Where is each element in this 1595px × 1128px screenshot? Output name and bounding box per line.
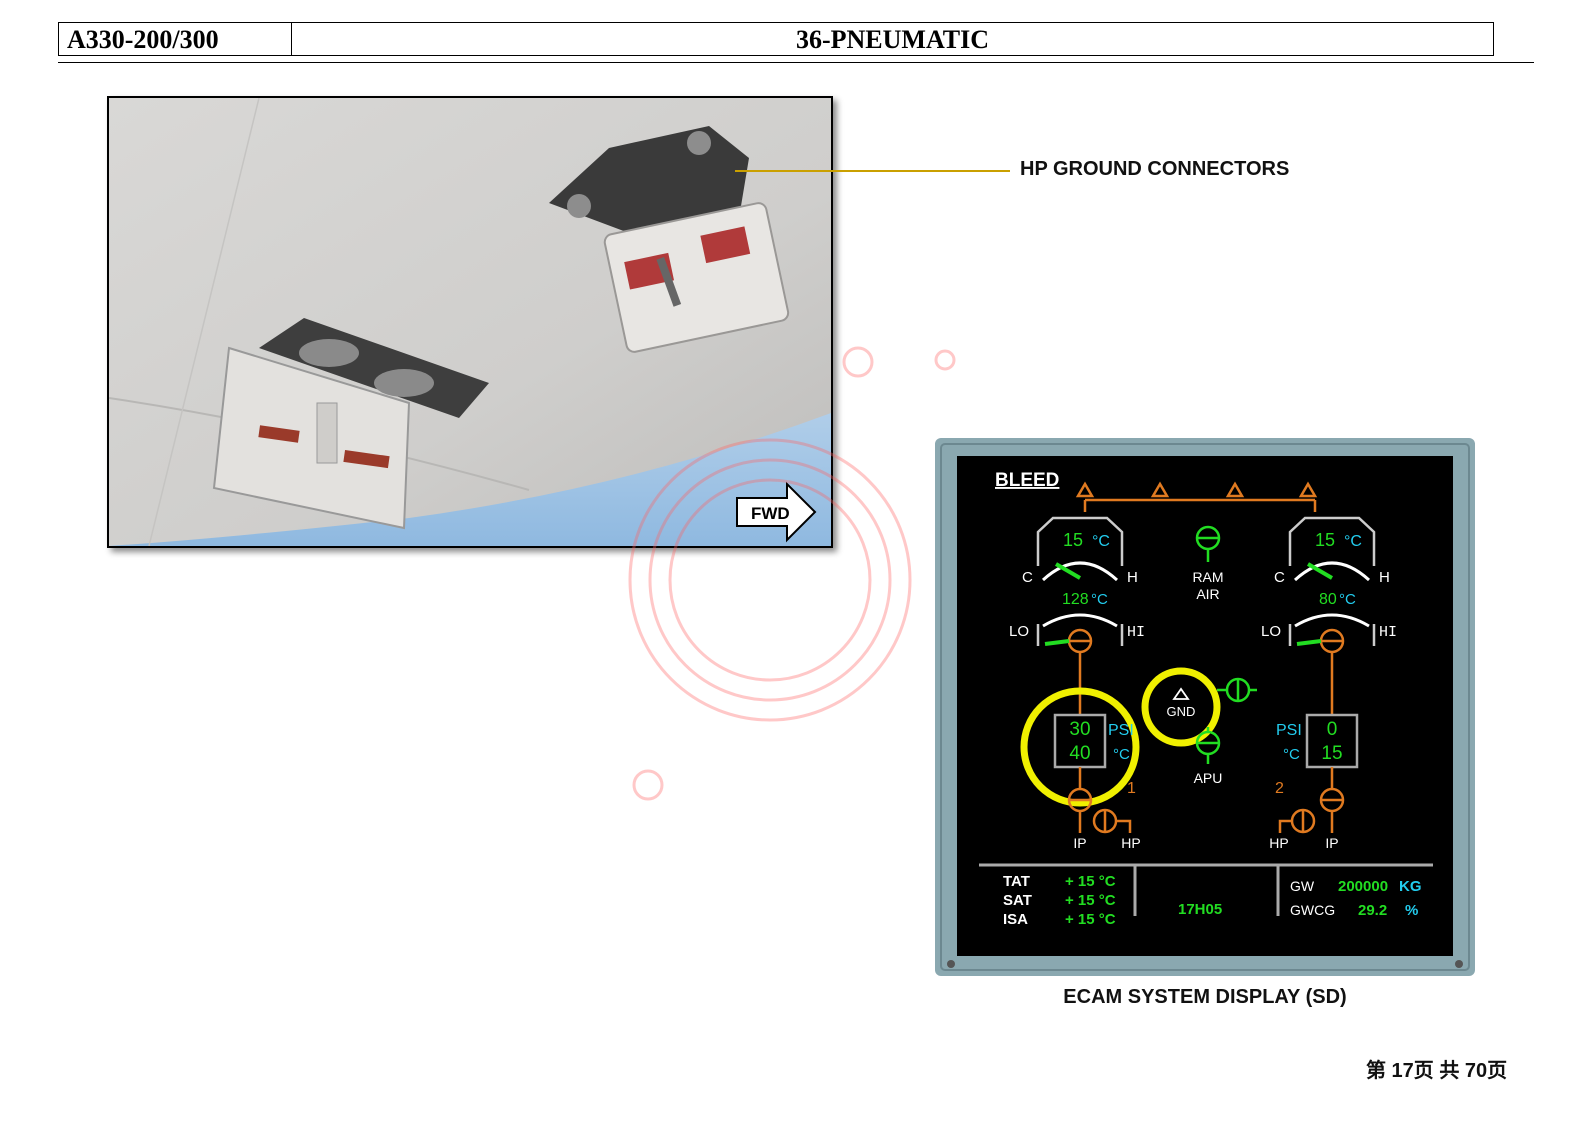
ecam-bleed-page: BLEED 15 °C C H 128 xyxy=(935,438,1475,976)
engine-1-bleed: 30 40 PSI °C 1 IP HP xyxy=(1020,687,1141,851)
fwd-arrow: FWD xyxy=(736,481,817,543)
engine-2-bleed: 0 15 PSI °C 2 IP HP xyxy=(1269,713,1359,851)
duct-triangles xyxy=(1075,481,1318,498)
isa-value: + 15 °C xyxy=(1065,911,1116,928)
left-pack-outlet-temp: 15 xyxy=(1063,530,1083,550)
right-pack-outlet-unit: °C xyxy=(1344,533,1362,550)
left-pack-outlet-unit: °C xyxy=(1092,533,1110,550)
tat-label: TAT xyxy=(1003,873,1030,890)
gw-unit: KG xyxy=(1399,878,1422,895)
apu-label: APU xyxy=(1194,770,1223,786)
hp-ground-connectors-label: HP GROUND CONNECTORS xyxy=(1020,158,1290,180)
gnd-label: GND xyxy=(1167,704,1196,719)
utc-time: 17H05 xyxy=(1178,901,1222,918)
isa-label: ISA xyxy=(1003,911,1028,928)
left-pack-lo-label: LO xyxy=(1009,623,1029,640)
eng2-hp-label: HP xyxy=(1269,835,1288,851)
ram-air-label: RAM xyxy=(1192,569,1223,585)
right-pack-bypass-unit: °C xyxy=(1339,591,1356,608)
lower-access-door xyxy=(212,346,411,530)
eng1-psi-unit: PSI xyxy=(1108,722,1134,739)
page-header: A330-200/300 36-PNEUMATIC xyxy=(58,22,1494,56)
eng1-degc-unit: °C xyxy=(1113,746,1130,763)
gw-value: 200000 xyxy=(1338,878,1388,895)
callout-leader-line xyxy=(735,170,1010,172)
right-pack-indicator: 15 °C C H 80 °C LO HI xyxy=(1261,516,1397,718)
left-pack-c-label: C xyxy=(1022,569,1033,586)
crossbleed-duct xyxy=(1083,498,1317,512)
right-pack-h-label: H xyxy=(1379,569,1390,586)
left-pack-bypass-unit: °C xyxy=(1091,591,1108,608)
fwd-label: FWD xyxy=(751,504,790,523)
eng2-bleed-pressure: 0 xyxy=(1327,719,1338,740)
aircraft-model: A330-200/300 xyxy=(59,23,292,55)
eng2-number: 2 xyxy=(1275,780,1284,797)
eng1-ip-label: IP xyxy=(1073,835,1086,851)
gnd-apu-crossfeed: GND APU xyxy=(1141,667,1257,786)
ecam-footer: TAT + 15 °C SAT + 15 °C ISA + 15 °C 17H0… xyxy=(979,863,1433,928)
left-pack-h-label: H xyxy=(1127,569,1138,586)
page-number: 第 17页 共 70页 xyxy=(1366,1060,1508,1082)
ram-air-label-2: AIR xyxy=(1196,586,1219,602)
right-pack-c-label: C xyxy=(1274,569,1285,586)
left-pack-hi-label: HI xyxy=(1127,624,1145,641)
chapter-title: 36-PNEUMATIC xyxy=(795,25,990,54)
right-pack-lo-label: LO xyxy=(1261,623,1281,640)
ram-air-valve: RAM AIR xyxy=(1192,525,1224,602)
gwcg-unit: % xyxy=(1405,902,1418,919)
header-rule xyxy=(58,62,1534,63)
tat-value: + 15 °C xyxy=(1065,873,1116,890)
eng2-psi-unit: PSI xyxy=(1276,722,1302,739)
left-pack-bypass-temp: 128 xyxy=(1062,591,1089,608)
eng2-ip-label: IP xyxy=(1325,835,1338,851)
ecam-system-display: BLEED 15 °C C H 128 xyxy=(935,438,1475,976)
ecam-caption: ECAM SYSTEM DISPLAY (SD) xyxy=(1063,986,1347,1008)
left-pack-indicator: 15 °C C H 128 °C LO HI xyxy=(1009,516,1145,718)
gw-label: GW xyxy=(1290,878,1315,894)
eng2-degc-unit: °C xyxy=(1283,746,1300,763)
gwcg-label: GWCG xyxy=(1290,902,1335,918)
gwcg-value: 29.2 xyxy=(1358,902,1387,919)
ground-connector-photo: FWD xyxy=(107,96,833,548)
eng1-hp-label: HP xyxy=(1121,835,1140,851)
sat-value: + 15 °C xyxy=(1065,892,1116,909)
right-pack-outlet-temp: 15 xyxy=(1315,530,1335,550)
eng1-bleed-pressure: 30 xyxy=(1069,719,1090,740)
right-pack-hi-label: HI xyxy=(1379,624,1397,641)
bleed-page-title: BLEED xyxy=(995,470,1059,491)
right-pack-bypass-temp: 80 xyxy=(1319,591,1337,608)
eng1-bleed-temp: 40 xyxy=(1069,743,1090,764)
eng2-bleed-temp: 15 xyxy=(1321,743,1342,764)
fuselage-illustration: FWD xyxy=(109,98,831,546)
eng1-number: 1 xyxy=(1127,780,1136,797)
sat-label: SAT xyxy=(1003,892,1032,909)
